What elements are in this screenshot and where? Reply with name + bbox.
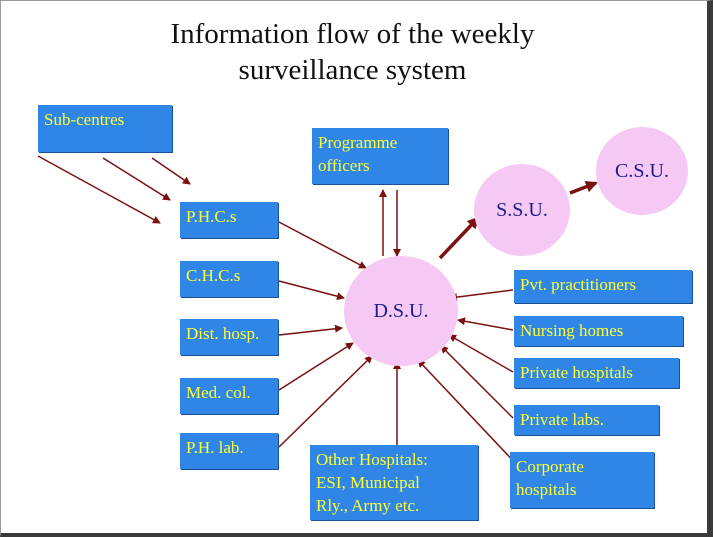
arrow-privhosp-dsu <box>448 334 514 373</box>
dsu-label: D.S.U. <box>373 299 429 322</box>
med-col-label: Med. col. <box>186 383 251 402</box>
private-hospitals-label: Private hospitals <box>520 363 633 382</box>
dist-hosp-label: Dist. hosp. <box>186 324 260 343</box>
nursing-homes-label: Nursing homes <box>520 321 624 340</box>
sub-centres-box: Sub-centres <box>38 105 172 152</box>
med-col-box: Med. col. <box>180 378 278 414</box>
ssu-label: S.S.U. <box>496 198 548 221</box>
arrow-subcentre-phc-2 <box>102 157 171 201</box>
arrow-disthosp-dsu <box>278 324 343 336</box>
private-labs-label: Private labs. <box>520 410 605 429</box>
sub-centres-label: Sub-centres <box>44 110 125 129</box>
phcs-box: P.H.C.s <box>180 202 278 238</box>
arrow-corporate-dsu <box>417 359 521 469</box>
ph-lab-box: P.H. lab. <box>180 433 278 469</box>
title-line-1: Information flow of the weekly <box>170 18 535 50</box>
private-labs-box: Private labs. <box>514 405 659 435</box>
dsu-node: D.S.U. <box>344 256 458 366</box>
title-line-2: surveillance system <box>238 54 467 86</box>
other-hospitals-line-2: ESI, Municipal <box>316 473 420 492</box>
chcs-box: C.H.C.s <box>180 261 278 297</box>
ph-lab-label: P.H. lab. <box>186 438 244 457</box>
private-hospitals-box: Private hospitals <box>514 358 679 388</box>
corporate-hospitals-box: Corporate hospitals <box>510 452 654 508</box>
pvt-practitioners-label: Pvt. practitioners <box>520 275 637 294</box>
csu-label: C.S.U. <box>615 159 669 182</box>
corporate-hospitals-line-1: Corporate <box>516 457 584 476</box>
arrow-privlabs-dsu <box>440 345 514 419</box>
other-hospitals-line-1: Other Hospitals: <box>316 450 428 469</box>
arrow-dsu-ssu <box>438 216 480 260</box>
arrow-subcentre-phc-1 <box>37 155 161 224</box>
slide-title: Information flow of the weekly surveilla… <box>0 16 705 88</box>
arrow-pvtprac-dsu <box>449 289 514 302</box>
pvt-practitioners-box: Pvt. practitioners <box>514 270 692 303</box>
dist-hosp-box: Dist. hosp. <box>180 319 278 355</box>
arrow-medcol-dsu <box>278 342 354 391</box>
programme-officers-line-1: Programme <box>318 133 398 152</box>
arrow-subcentre-phc-3 <box>151 157 191 185</box>
phcs-label: P.H.C.s <box>186 207 237 226</box>
arrow-phlab-dsu <box>278 355 373 448</box>
arrow-phc-dsu <box>278 221 367 269</box>
ssu-node: S.S.U. <box>474 164 570 256</box>
other-hospitals-box: Other Hospitals: ESI, Municipal Rly., Ar… <box>310 445 478 520</box>
arrow-chc-dsu <box>278 280 345 301</box>
programme-officers-line-2: officers <box>318 156 370 175</box>
nursing-homes-box: Nursing homes <box>514 316 683 346</box>
other-hospitals-line-3: Rly., Army etc. <box>316 496 420 515</box>
corporate-hospitals-line-2: hospitals <box>516 480 577 499</box>
csu-node: C.S.U. <box>596 127 688 215</box>
chcs-label: C.H.C.s <box>186 266 241 285</box>
arrow-nursing-dsu <box>457 317 514 331</box>
programme-officers-box: Programme officers <box>312 128 448 184</box>
arrow-ssu-csu <box>569 180 598 195</box>
